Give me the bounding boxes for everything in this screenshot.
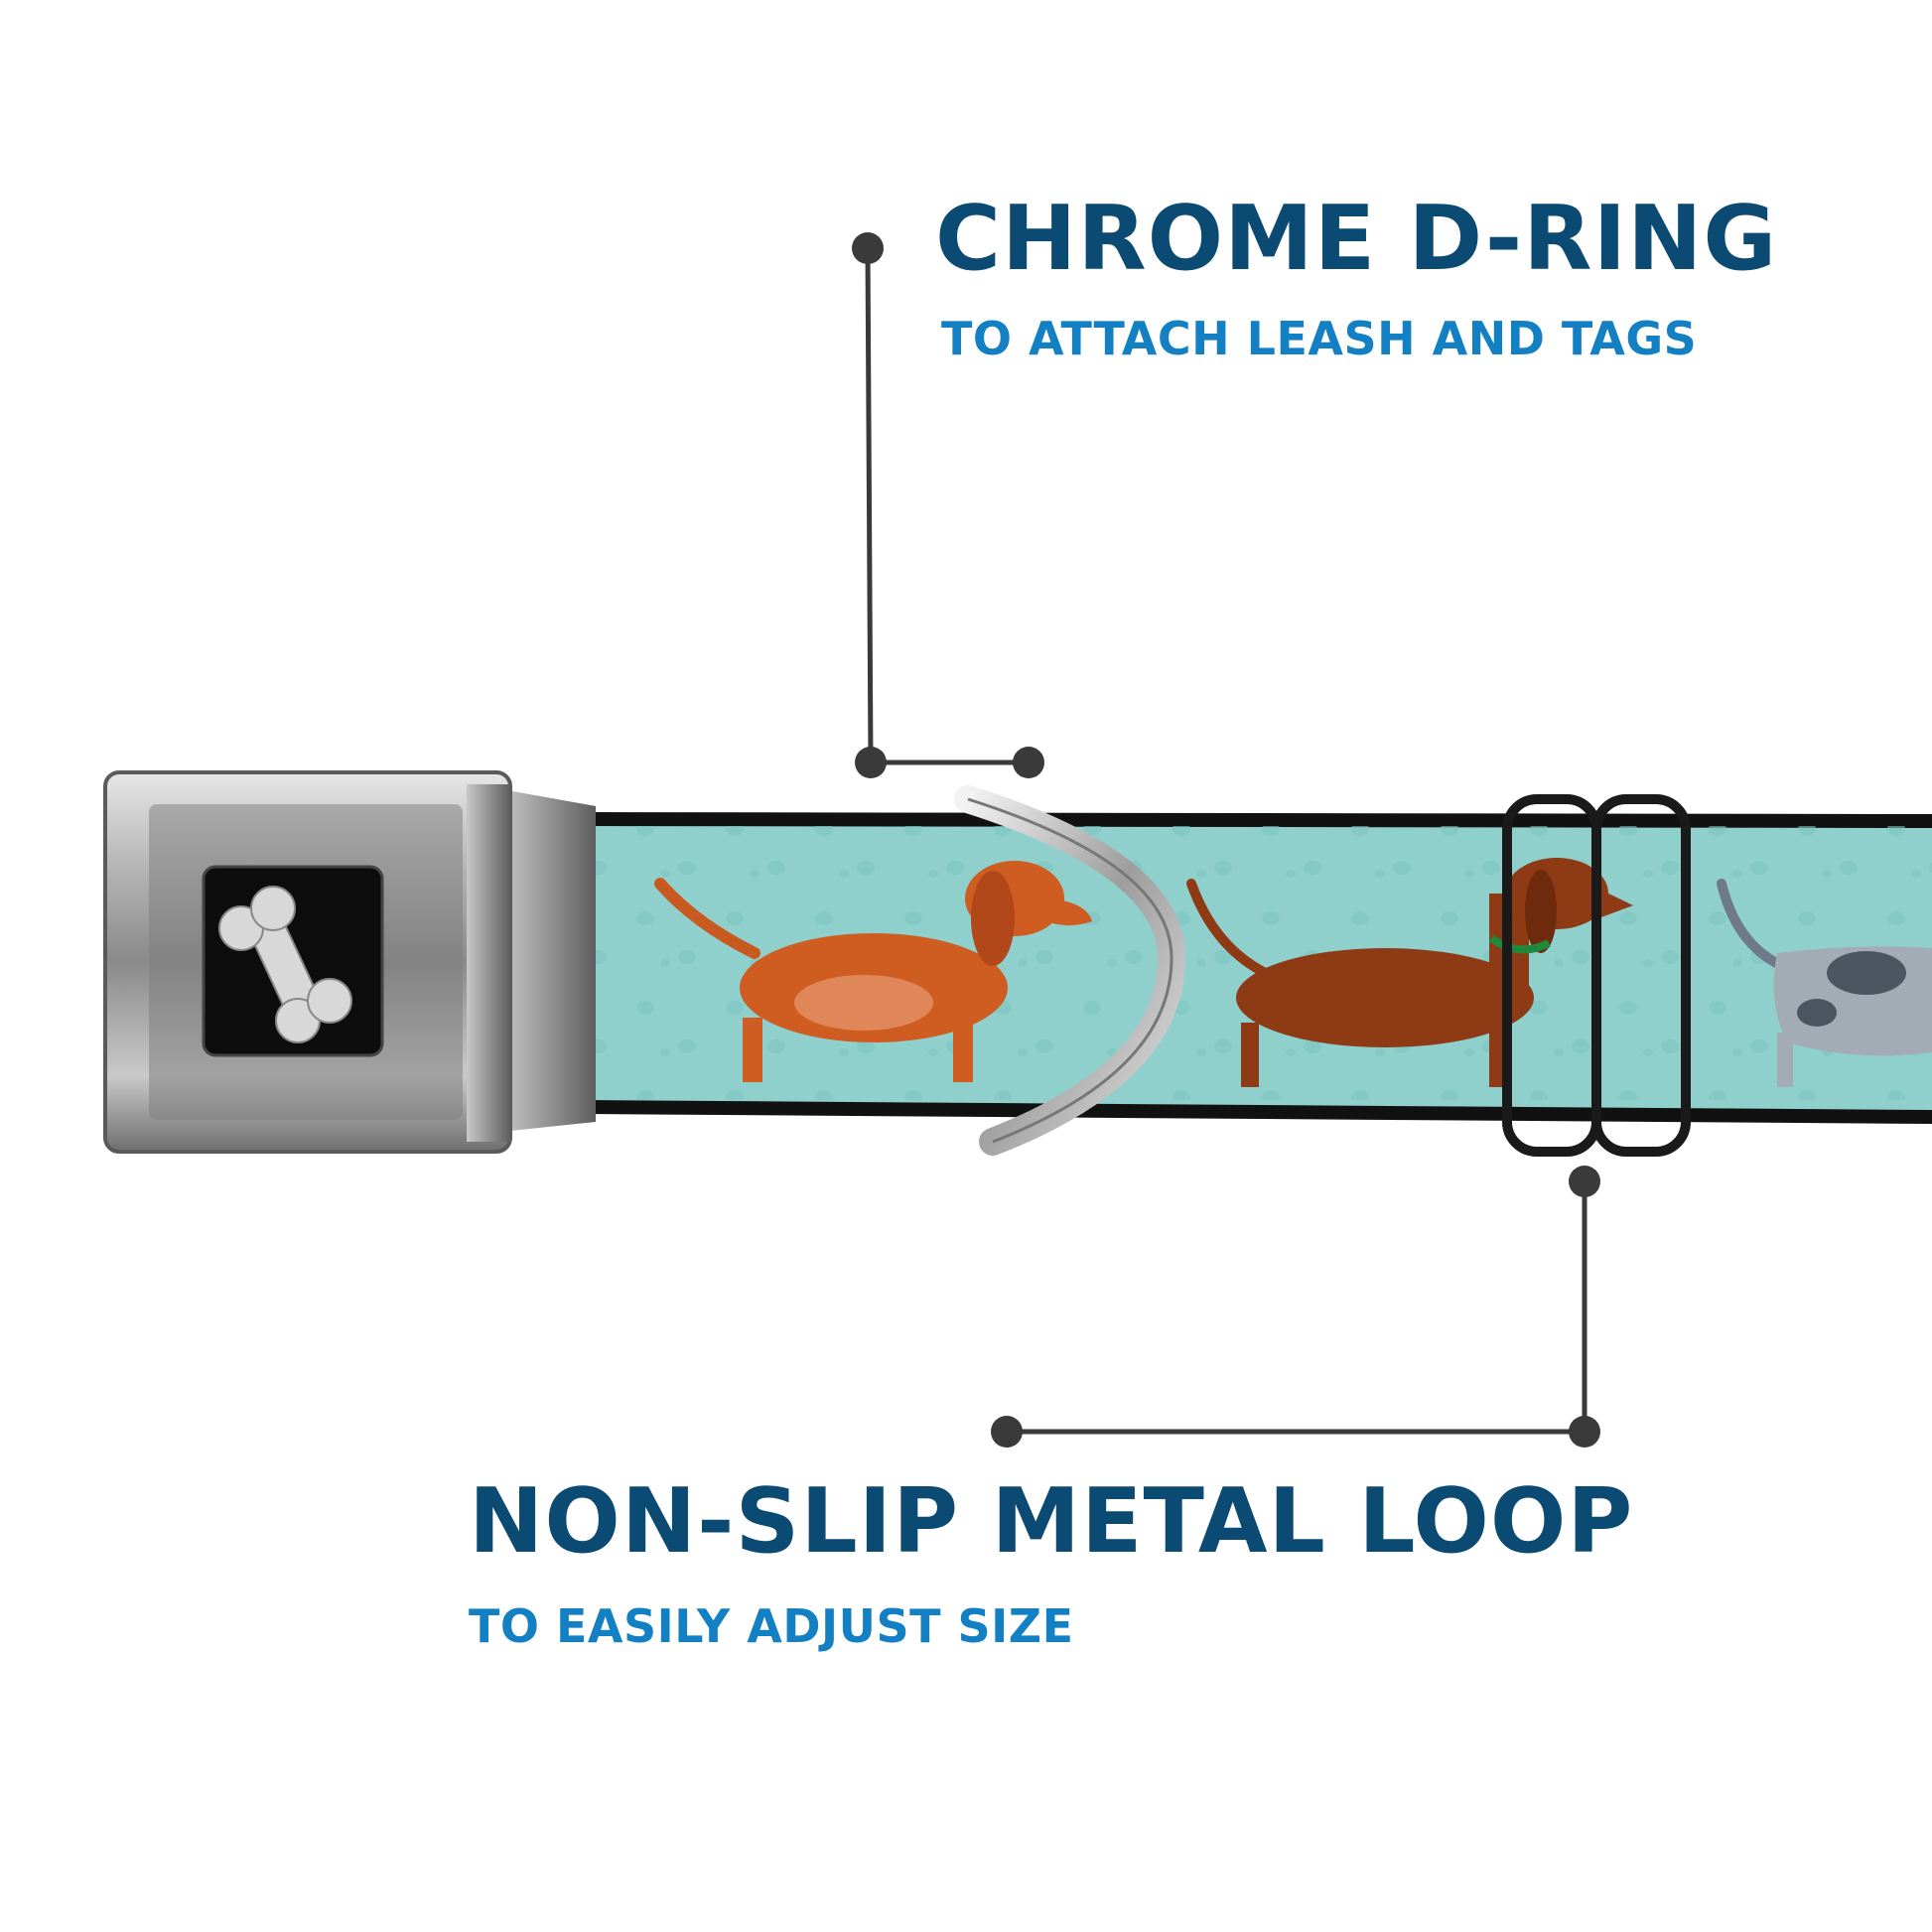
collar-strap	[526, 812, 1932, 1124]
metal-loop-leader-line	[1007, 1181, 1587, 1435]
metal-loop-title: NON-SLIP METAL LOOP	[469, 1469, 1634, 1574]
dog-bone-icon	[218, 886, 352, 1043]
dachshund-illustration	[654, 861, 1092, 1082]
leader-dot	[991, 1416, 1023, 1448]
leader-dot	[1569, 1166, 1600, 1197]
metal-loop	[1502, 794, 1691, 1157]
leader-dot	[1013, 747, 1044, 778]
d-ring-subtitle: TO ATTACH LEASH AND TAGS	[941, 312, 1698, 365]
d-ring	[954, 785, 1186, 1156]
d-ring-title: CHROME D-RING	[935, 187, 1778, 291]
leader-dot	[1569, 1416, 1600, 1448]
dachshund-illustration	[1186, 858, 1633, 1087]
metal-loop-subtitle: TO EASILY ADJUST SIZE	[469, 1599, 1074, 1653]
leader-dot	[855, 747, 887, 778]
buckle-tongue	[501, 789, 596, 1132]
leader-dot	[852, 232, 884, 264]
dachshund-illustration	[1717, 879, 1932, 1087]
